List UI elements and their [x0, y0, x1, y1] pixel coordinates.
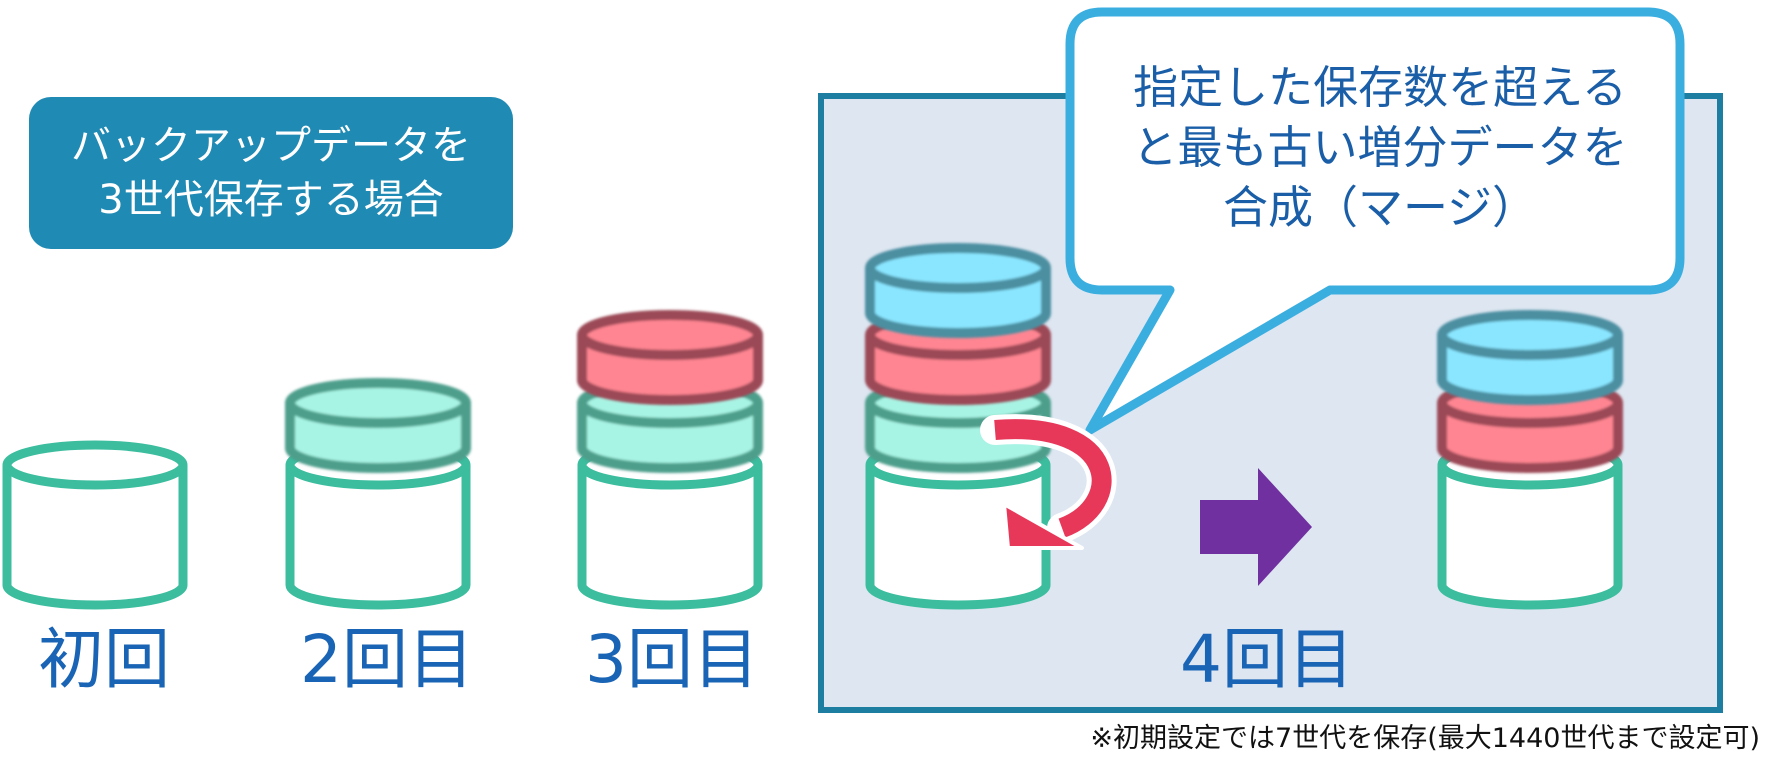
backup-stacks	[2, 243, 1623, 610]
incremental-cyan-cylinder-4	[865, 243, 1051, 338]
generation-label-4: 4回目	[1180, 621, 1354, 698]
callout-text: 指定した保存数を超える と最も古い増分データを 合成（マージ）	[1080, 58, 1680, 238]
footnote: ※初期設定では7世代を保存(最大1440世代まで設定可)	[1090, 723, 1760, 754]
scenario-label-line1: バックアップデータを	[71, 123, 471, 169]
generation-label-2: 2回目	[300, 621, 474, 698]
next-arrow-icon	[1200, 468, 1312, 586]
generation-label-1: 初回	[38, 621, 170, 698]
full-backup-cylinder-1	[2, 440, 188, 610]
callout-bubble	[1065, 7, 1685, 435]
scenario-label: バックアップデータを 3世代保存する場合	[29, 97, 513, 249]
generation-label-3: 3回目	[585, 621, 759, 698]
incremental-pink-cylinder-3	[577, 310, 763, 405]
callout-line3: 合成（マージ）	[1222, 181, 1538, 234]
merge-arrow-icon	[980, 414, 1117, 550]
scenario-label-line2: 3世代保存する場合	[98, 177, 444, 223]
incremental-cyan-cylinder-5	[1437, 310, 1623, 405]
callout-line2: と最も古い増分データを	[1132, 121, 1628, 174]
callout-line1: 指定した保存数を超える	[1133, 61, 1627, 114]
incremental-mint-cylinder-2	[285, 378, 471, 473]
